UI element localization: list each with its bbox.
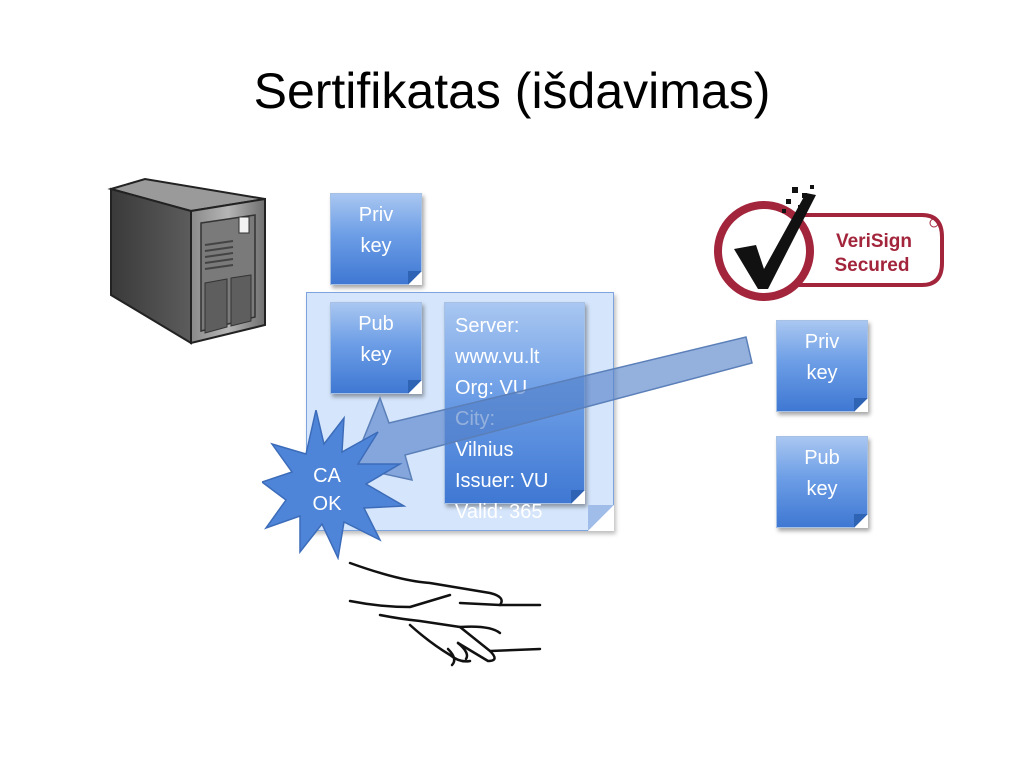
ca-pub-key-note: Pub key: [776, 436, 868, 528]
verisign-secured-logo: VeriSign Secured: [714, 185, 944, 301]
server-pub-key-label: Pub key: [358, 313, 394, 366]
ca-stamp-label: CA OK: [312, 465, 342, 515]
note-fold: [408, 271, 422, 285]
certificate-fold: [588, 505, 614, 531]
server-priv-key-note: Priv key: [330, 193, 422, 285]
verisign-line2: Secured: [835, 255, 910, 276]
certificate-details-note: Server: www.vu.lt Org: VU City: Vilnius …: [444, 302, 585, 523]
server-tower-icon: [107, 177, 266, 345]
server-priv-key-label: Priv key: [358, 204, 394, 257]
ca-priv-key-label: Priv key: [804, 331, 840, 384]
note-fold: [854, 514, 868, 528]
note-fold: [571, 490, 585, 504]
verisign-line1: VeriSign: [836, 231, 912, 252]
handshake-icon: [348, 561, 542, 667]
note-fold: [408, 380, 422, 394]
note-fold: [854, 398, 868, 412]
ca-pub-key-label: Pub key: [804, 447, 840, 500]
certificate-details-text: Server: www.vu.lt Org: VU City: Vilnius …: [455, 315, 549, 523]
ca-priv-key-note: Priv key: [776, 320, 868, 412]
server-pub-key-note: Pub key: [330, 302, 422, 394]
slide-title: Sertifikatas (išdavimas): [253, 63, 771, 119]
